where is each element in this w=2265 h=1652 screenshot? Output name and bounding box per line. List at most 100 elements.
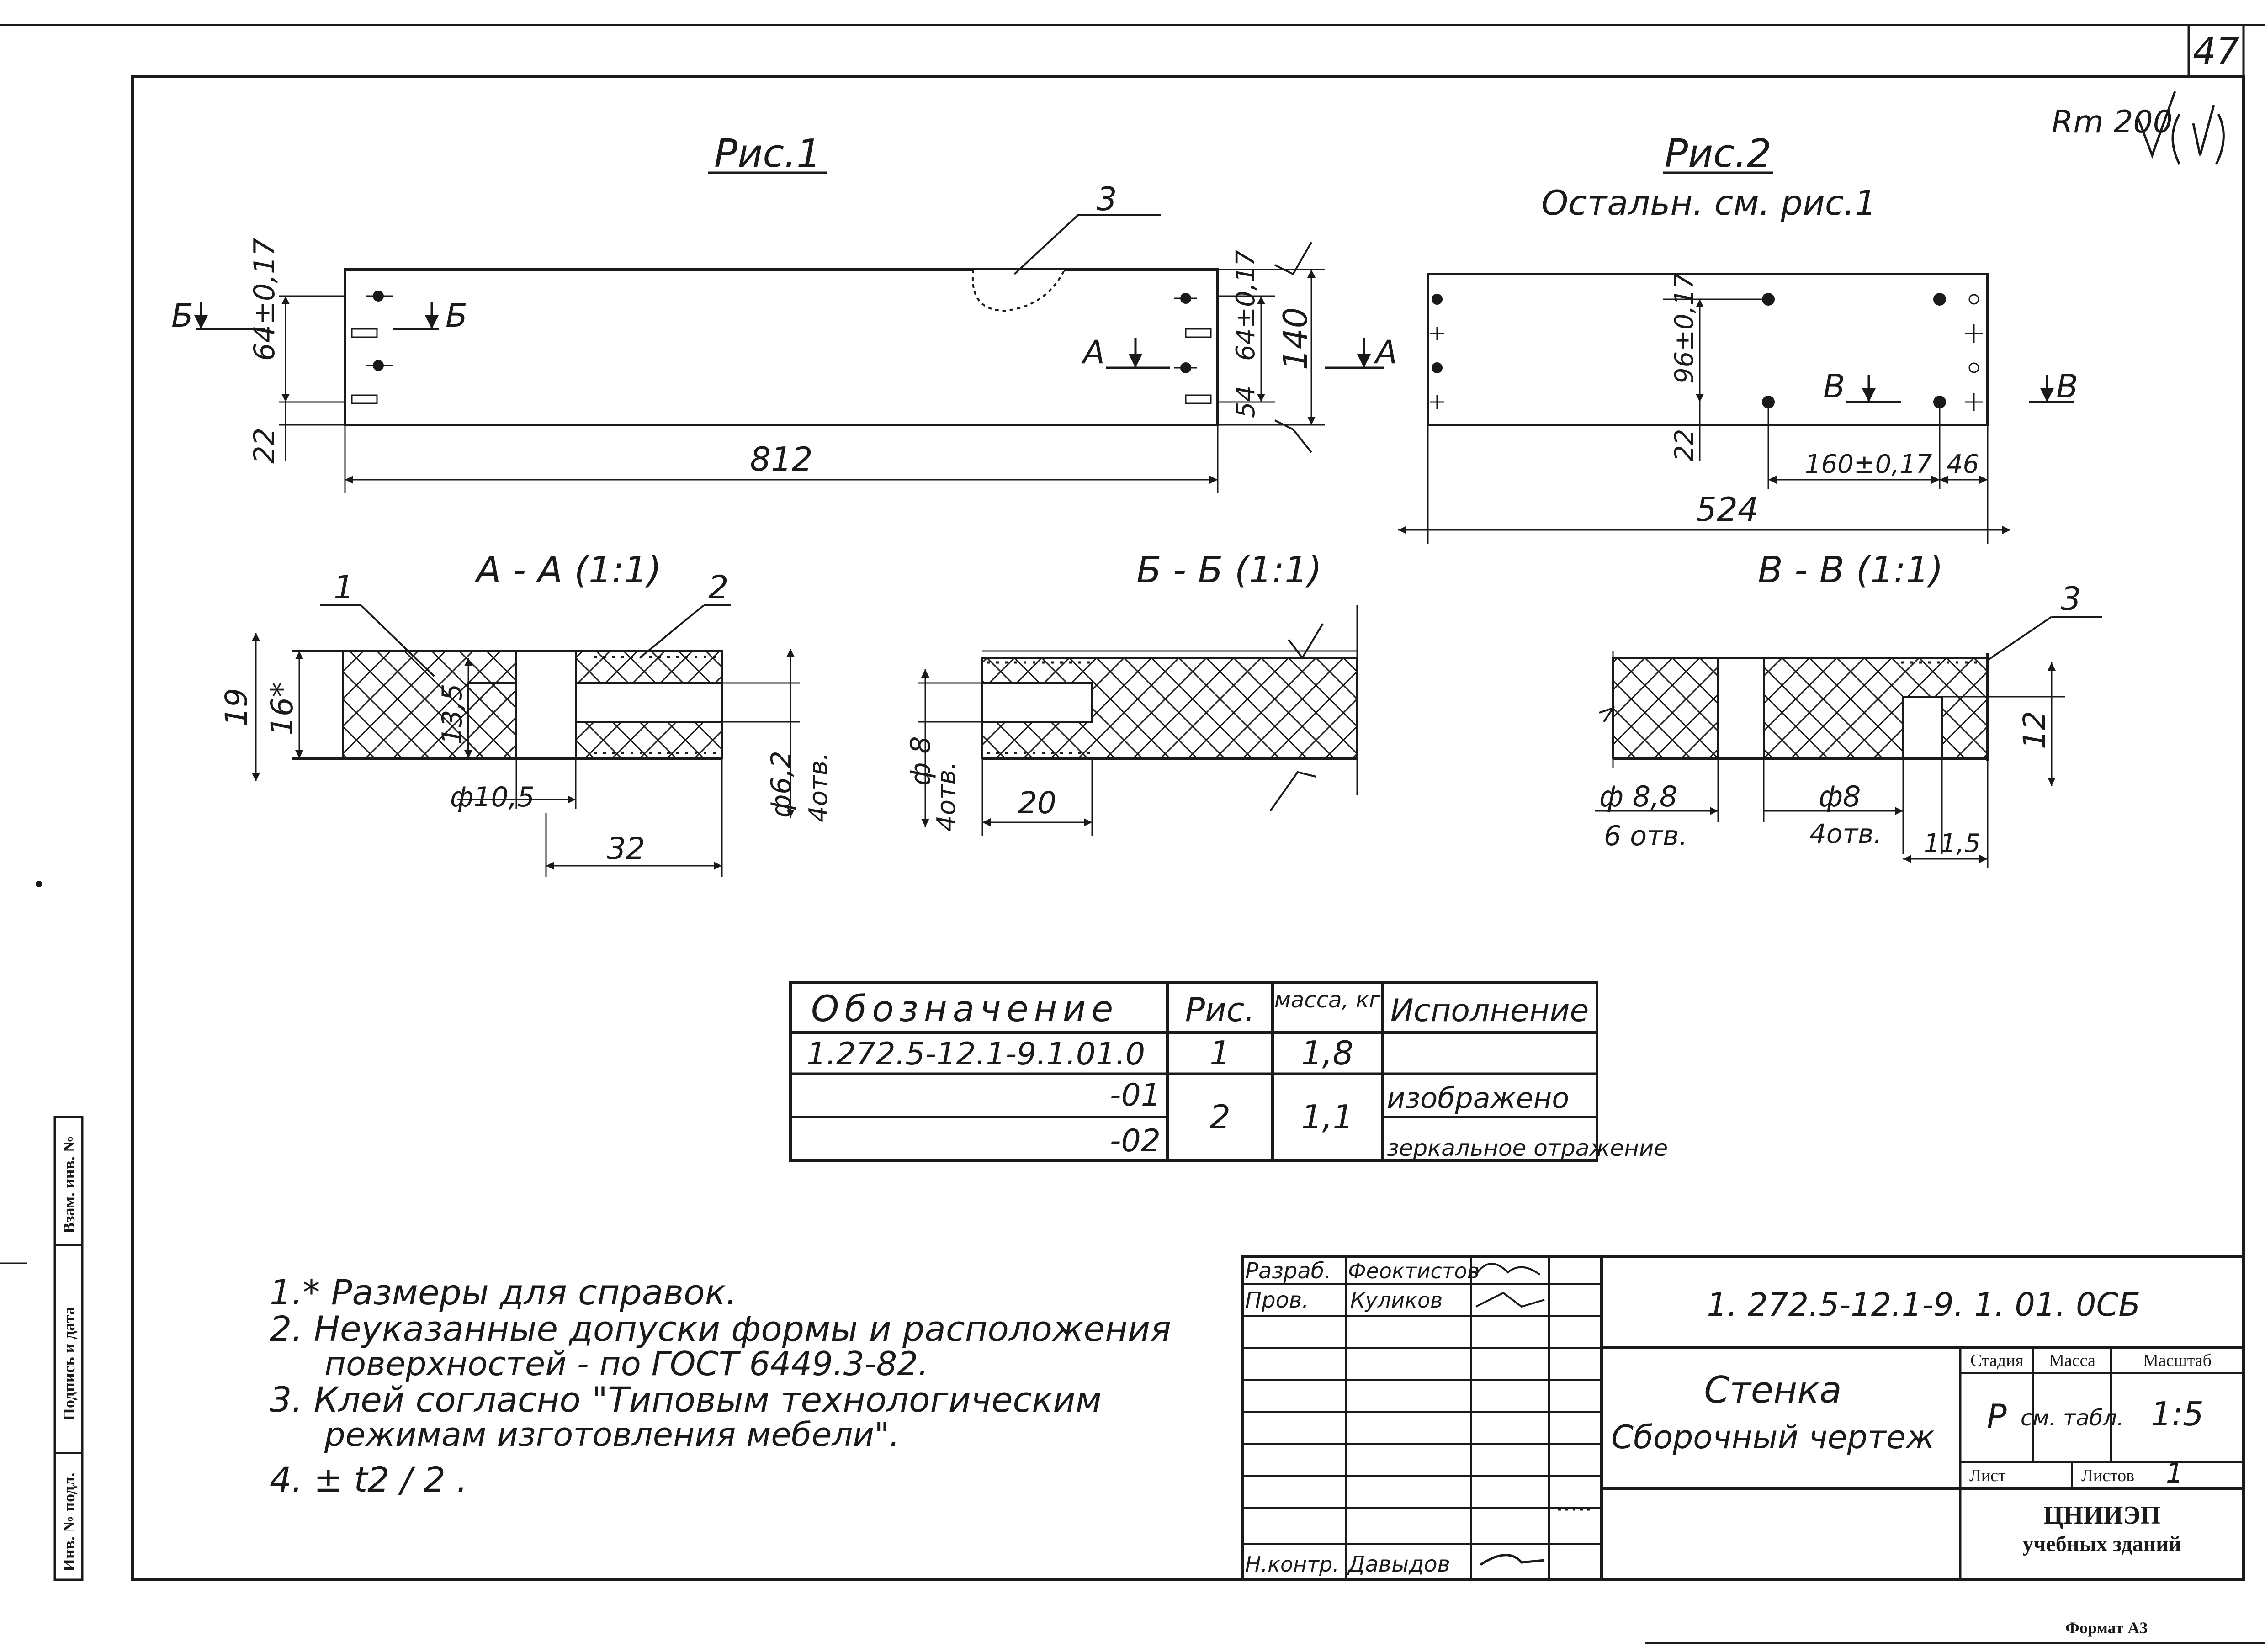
org-line1: ЦНИИЭП [2043, 1501, 2160, 1530]
section-aa-dim-32: 32 [607, 831, 645, 866]
section-aa: А - А (1:1) 1 2 19 16* 13,5 ф10,5 32 ф6,… [219, 549, 833, 877]
sheet-number: 47 [2193, 30, 2239, 73]
section-bb-dim-20: 20 [1018, 785, 1056, 821]
spec-row-2-designation: -01 [1110, 1077, 1161, 1113]
section-aa-leader-2: 2 [708, 569, 729, 606]
fig2-dim-96: 96±0,17 [1670, 273, 1699, 384]
spec-header-fig: Рис. [1185, 990, 1255, 1029]
spec-row-2-mass: 1,1 [1301, 1098, 1354, 1136]
section-vv: В - В (1:1) 3 12 ф 8,8 6 отв. ф8 4отв. 1… [1595, 549, 2102, 868]
org-line2: учебных зданий [2022, 1532, 2181, 1556]
section-vv-title: В - В (1:1) [1758, 549, 1943, 591]
person-developer: Феоктистов [1348, 1259, 1480, 1283]
side-stamp-cell-3: Инв. № подл. [60, 1473, 78, 1572]
person-norm-control: Давыдов [1347, 1551, 1450, 1577]
fig2-dim-22: 22 [1670, 429, 1699, 461]
role-norm-control: Н.контр. [1245, 1552, 1339, 1577]
section-vv-leader-3: 3 [2061, 580, 2081, 618]
section-vv-holes-4: 4отв. [1809, 818, 1882, 849]
roughness-symbol: Rm 200 [2052, 91, 2225, 165]
role-developer: Разраб. [1245, 1258, 1331, 1284]
section-aa-dim-phi10-5: ф10,5 [450, 781, 535, 813]
spec-row-3-execution: зеркальное отражение [1387, 1135, 1668, 1161]
section-aa-dim-13-5: 13,5 [436, 683, 468, 745]
format-label: Формат А3 [2065, 1619, 2148, 1637]
sheets-label: Листов [2081, 1466, 2134, 1485]
spec-row-2-fig: 2 [1209, 1098, 1231, 1136]
note-2-cont: поверхностей - по ГОСТ 6449.3-82. [324, 1345, 928, 1383]
section-vv-holes-6: 6 отв. [1604, 820, 1687, 852]
fig1-section-a-right: А [1374, 334, 1397, 371]
stage-value: Р [1987, 1397, 2007, 1435]
drawing-designation: 1. 272.5-12.1-9. 1. 01. 0СБ [1707, 1286, 2141, 1324]
section-bb-dim-phi8: ф 8 [905, 736, 937, 786]
side-stamp-cell-2: Подпись и дата [60, 1307, 78, 1421]
fig1-leader-3: 3 [1097, 180, 1117, 218]
section-aa-holes: 4отв. [804, 752, 833, 822]
spec-header-mass: масса, кг [1274, 987, 1381, 1013]
fig2-section-v-left: В [1823, 368, 1845, 405]
fig2-dim-160: 160±0,17 [1805, 450, 1932, 479]
spec-row-1-mass: 1,8 [1301, 1034, 1354, 1072]
side-stamp-cell-1: Взам. инв. № [60, 1136, 78, 1234]
fig2-dim-524: 524 [1696, 490, 1758, 529]
role-checker: Пров. [1245, 1287, 1309, 1313]
drawing-name-line1: Стенка [1704, 1369, 1841, 1411]
section-bb-holes: 4отв. [932, 762, 961, 831]
fig1-dim-64-right: 64±0,17 [1231, 250, 1261, 361]
note-3-cont: режимам изготовления мебели". [324, 1415, 900, 1454]
fig1-hole-markers-right [1174, 293, 1212, 404]
fig1-section-b-right: Б [446, 297, 467, 334]
spec-row-3-designation: -02 [1110, 1123, 1161, 1159]
section-aa-title: А - А (1:1) [474, 549, 662, 591]
mass-value: см. табл. [2021, 1405, 2124, 1431]
fig2-hole-markers [1430, 293, 1983, 411]
section-vv-dim-12: 12 [2017, 711, 2052, 749]
section-vv-dim-phi8: ф8 [1819, 780, 1861, 813]
sheets-value: 1 [2166, 1457, 2183, 1489]
spec-table: Обозначение Рис. масса, кг Исполнение 1.… [789, 981, 1668, 1162]
fig1-hole-markers-left [351, 291, 393, 404]
fig1-view: Рис.1 3 Б Б А А [171, 131, 1397, 493]
fig2-view: Рис.2 Остальн. см. рис.1 В В 96±0,1 [1398, 131, 2078, 544]
fig1-dim-54: 54 [1231, 386, 1261, 418]
spec-header-designation: Обозначение [811, 989, 1119, 1030]
fig1-section-b-left: Б [171, 297, 193, 334]
fig1-dim-812: 812 [750, 440, 812, 478]
drawing-name-line2: Сборочный чертеж [1611, 1419, 1935, 1456]
section-vv-dim-phi8-8: ф 8,8 [1599, 780, 1677, 813]
fig1-dim-64-left: 64±0,17 [248, 238, 281, 361]
mass-label: Масса [2049, 1351, 2095, 1370]
fig1-section-a-left: А [1081, 334, 1105, 371]
section-aa-leader-1: 1 [334, 569, 354, 606]
section-vv-dim-11-5: 11,5 [1924, 829, 1981, 858]
person-checker: Куликов [1350, 1288, 1443, 1313]
roughness-label: Rm 200 [2052, 104, 2173, 140]
fig2-section-v-right: В [2056, 368, 2078, 405]
scale-label: Масштаб [2143, 1351, 2212, 1370]
note-3: 3. Клей согласно "Типовым технологически… [270, 1379, 1102, 1420]
fig1-dim-140: 140 [1276, 307, 1315, 370]
spec-row-1-fig: 1 [1209, 1034, 1231, 1072]
sheet-label: Лист [1969, 1466, 2006, 1485]
fig2-dim-46: 46 [1947, 450, 1979, 479]
section-bb-title: Б - Б (1:1) [1136, 549, 1322, 591]
spec-row-1-designation: 1.272.5-12.1-9.1.01.0 [806, 1036, 1145, 1072]
fig2-title: Рис.2 [1665, 131, 1772, 176]
note-2: 2. Неуказанные допуски формы и расположе… [270, 1308, 1171, 1349]
scale-value: 1:5 [2151, 1395, 2204, 1433]
note-4: 4. ± t2 / 2 . [270, 1459, 467, 1500]
section-aa-dim-19: 19 [219, 688, 254, 726]
spec-header-execution: Исполнение [1390, 993, 1589, 1029]
signatures [1475, 1263, 1595, 1566]
side-stamp: Взам. инв. № Подпись и дата Инв. № подл. [53, 1116, 84, 1581]
fig2-subtitle: Остальн. см. рис.1 [1541, 183, 1876, 223]
title-block: Разраб. Феоктистов Пров. Куликов Н.контр… [1241, 1255, 2245, 1581]
stage-label: Стадия [1970, 1351, 2023, 1370]
sheet-frame [0, 24, 2265, 1644]
section-aa-dim-phi6-2: ф6,2 [765, 751, 797, 818]
spec-row-2-execution: изображено [1387, 1081, 1569, 1115]
fig1-title: Рис.1 [714, 131, 821, 176]
fig1-dim-22: 22 [248, 428, 281, 464]
